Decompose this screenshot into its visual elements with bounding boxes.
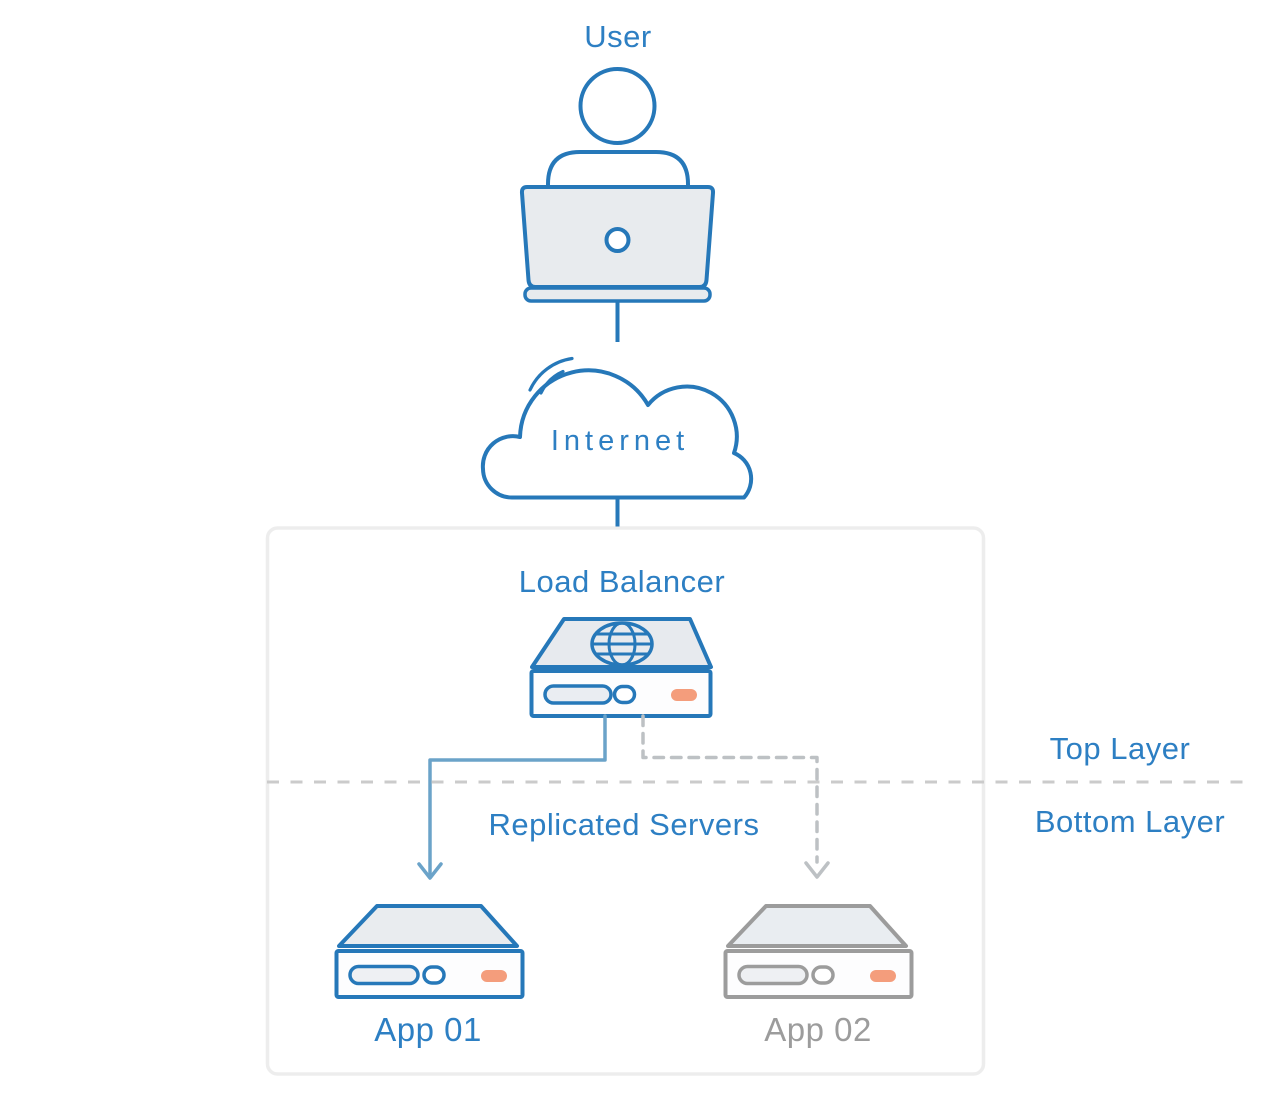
user-head	[578, 67, 657, 145]
load-balancer-status-light	[671, 689, 697, 701]
user-icon	[546, 67, 690, 190]
app02-drive-slot	[737, 964, 809, 986]
laptop-base	[523, 286, 712, 303]
server-icon-app02: App 02	[723, 904, 914, 1048]
app01-drive-slot	[348, 964, 420, 986]
laptop-icon	[519, 185, 716, 303]
internet-label: Internet	[551, 425, 689, 457]
app02-button	[811, 965, 835, 985]
user-shoulders	[546, 150, 690, 190]
app02-label: App 02	[764, 1011, 872, 1048]
server-icon-app01: App 01	[334, 904, 525, 1048]
globe-icon	[590, 621, 654, 667]
app01-status-light	[481, 970, 507, 982]
cloud-shine-arc-small	[539, 369, 565, 395]
bottom-layer-label: Bottom Layer	[1035, 804, 1225, 839]
app02-status-light	[870, 970, 896, 982]
load-balancer-button	[612, 684, 637, 705]
app01-top	[337, 904, 519, 948]
solid-arrow-to-app01	[417, 714, 607, 880]
user-label: User	[584, 19, 651, 54]
dashed-arrow-to-app02	[641, 714, 830, 879]
dashed-arrow-line	[641, 714, 819, 864]
internet-cloud-icon: Internet	[480, 356, 754, 500]
app02-top	[726, 904, 908, 948]
cloud-outline	[480, 368, 754, 500]
replicated-servers-label: Replicated Servers	[489, 807, 760, 842]
solid-arrow-head	[417, 862, 443, 880]
laptop-logo-dot	[604, 227, 631, 253]
layers-box	[265, 526, 986, 1076]
load-balancer-label: Load Balancer	[519, 564, 725, 599]
solid-arrow-line	[428, 714, 607, 879]
app01-button	[422, 965, 446, 985]
load-balancer-icon	[529, 617, 713, 718]
top-layer-label: Top Layer	[1050, 731, 1191, 766]
cloud-shine-arc	[528, 356, 574, 392]
load-balancer-drive-slot	[543, 684, 613, 705]
app01-label: App 01	[374, 1011, 482, 1048]
dashed-arrow-head	[804, 861, 830, 879]
